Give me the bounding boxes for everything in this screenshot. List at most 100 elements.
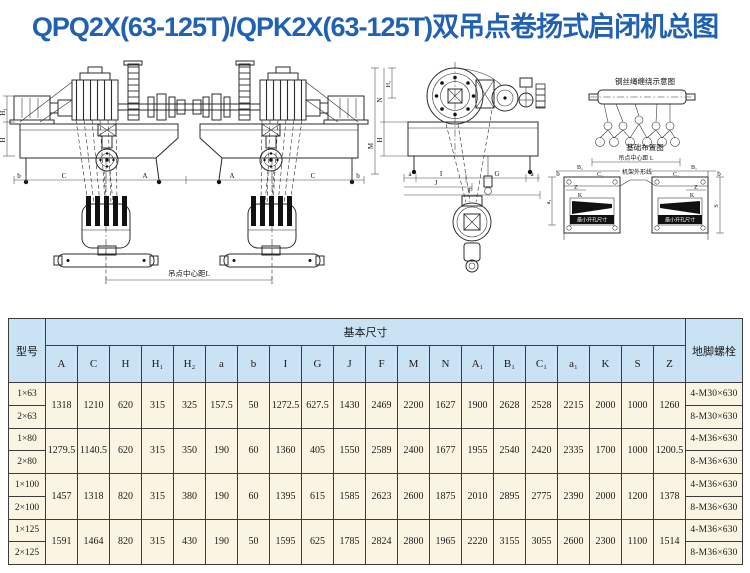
- dim-value-cell: 1591: [45, 518, 78, 565]
- dim-value-cell: 1318: [45, 382, 78, 429]
- dim-value-cell: 325: [173, 382, 206, 429]
- general-arrangement-drawing: H₁ H b C A A C b 吊点中心距L: [0, 50, 750, 321]
- dim-label-a1: a₁: [546, 200, 552, 205]
- dim-value-cell: 615: [301, 473, 334, 520]
- model-cell: 2×100: [8, 495, 46, 520]
- dim-label-a-left: A: [142, 172, 147, 180]
- model-cell: 2×63: [8, 404, 46, 429]
- dim-value-cell: 315: [141, 382, 174, 429]
- dim-value-cell: 1200: [621, 473, 654, 520]
- dim-value-cell: 2300: [589, 518, 622, 565]
- dim-label-c-left: C: [62, 172, 67, 180]
- model-cell: 1×80: [8, 427, 46, 452]
- dim-label-h-side: H: [376, 137, 384, 142]
- basic-dimensions-header: 基本尺寸: [45, 318, 686, 346]
- hoist-unit-right: [191, 60, 369, 268]
- dim-value-cell: 2623: [365, 473, 398, 520]
- dim-header-cell: F: [365, 345, 398, 383]
- dim-value-cell: 1700: [589, 427, 622, 474]
- dim-label-b-fright: b: [717, 170, 721, 178]
- dim-value-cell: 1272.5: [269, 382, 302, 429]
- dim-header-cell: S: [621, 345, 654, 383]
- model-column-header: 型号: [8, 318, 46, 383]
- dim-label-b-left: b: [17, 172, 21, 180]
- dim-header-cell: I: [269, 345, 302, 383]
- dim-label-c-right: C: [311, 172, 316, 180]
- dim-value-cell: 50: [237, 382, 270, 429]
- bolt-cell: 8-M36×630: [685, 495, 743, 520]
- dim-value-cell: 1000: [621, 382, 654, 429]
- dim-value-cell: 1550: [333, 427, 366, 474]
- front-span-label: 吊点中心距L: [168, 268, 210, 278]
- dim-value-cell: 2469: [365, 382, 398, 429]
- dim-label-a-side-left: a: [408, 170, 412, 178]
- dim-value-cell: 1260: [653, 382, 686, 429]
- dim-value-cell: 625: [301, 518, 334, 565]
- dim-label-k-left: K: [578, 193, 583, 199]
- dim-value-cell: 2600: [397, 473, 430, 520]
- dim-value-cell: 820: [109, 518, 142, 565]
- dim-label-c1-right: C₁: [673, 172, 679, 178]
- dim-header-cell: Z: [653, 345, 686, 383]
- dim-value-cell: 430: [173, 518, 206, 565]
- dim-header-cell: K: [589, 345, 622, 383]
- dim-label-b1-left: B₁: [577, 165, 583, 171]
- dim-value-cell: 3055: [525, 518, 558, 565]
- dim-label-b-fleft: b: [556, 170, 560, 178]
- dim-value-cell: 1279.5: [45, 427, 78, 474]
- dim-value-cell: 1875: [429, 473, 462, 520]
- dim-label-k-right: K: [690, 193, 695, 199]
- hoist-unit-left: [9, 60, 187, 268]
- dim-value-cell: 2200: [397, 382, 430, 429]
- dim-value-cell: 620: [109, 427, 142, 474]
- frame-outline-label: 机架外形线: [622, 168, 652, 176]
- dim-value-cell: 1360: [269, 427, 302, 474]
- model-cell: 2×80: [8, 450, 46, 474]
- dim-value-cell: 1464: [77, 518, 110, 565]
- dim-label-c1-left: C₁: [597, 172, 603, 178]
- dim-value-cell: 2540: [493, 427, 526, 474]
- dim-header-cell: A₁: [461, 345, 494, 383]
- min-opening-label-left: 最小开孔尺寸: [577, 217, 607, 224]
- dim-label-b1-right: B₁: [691, 165, 697, 171]
- dim-value-cell: 350: [173, 427, 206, 474]
- bolt-cell: 8-M36×630: [685, 541, 743, 565]
- dim-label-z-left: Z: [574, 185, 578, 191]
- dim-header-cell: B₁: [493, 345, 526, 383]
- dim-header-cell: H₁: [141, 345, 174, 383]
- dim-value-cell: 1585: [333, 473, 366, 520]
- dim-value-cell: 820: [109, 473, 142, 520]
- dim-value-cell: 1378: [653, 473, 686, 520]
- dim-label-n: N: [376, 97, 384, 102]
- foundation-plan: 基础布置图 吊点中心距 L B₁ B₁ b b 机架外形线 C₁ C₁ Z Z: [546, 142, 724, 240]
- dim-value-cell: 1140.5: [77, 427, 110, 474]
- dim-value-cell: 2390: [557, 473, 590, 520]
- min-opening-label-right: 最小开孔尺寸: [665, 217, 695, 224]
- dim-value-cell: 315: [141, 427, 174, 474]
- dim-header-cell: a: [205, 345, 238, 383]
- dim-value-cell: 60: [237, 427, 270, 474]
- bolt-cell: 4-M36×630: [685, 518, 743, 543]
- dim-value-cell: 2600: [557, 518, 590, 565]
- dim-value-cell: 1430: [333, 382, 366, 429]
- dim-label-a-side-right: a: [530, 170, 534, 178]
- dim-value-cell: 2335: [557, 427, 590, 474]
- dim-value-cell: 1785: [333, 518, 366, 565]
- dim-value-cell: 627.5: [301, 382, 334, 429]
- dim-value-cell: 190: [205, 518, 238, 565]
- dim-value-cell: 1318: [77, 473, 110, 520]
- dim-label-z-right: Z: [694, 185, 698, 191]
- dim-header-cell: J: [333, 345, 366, 383]
- dim-header-cell: A: [45, 345, 78, 383]
- dim-label-s: S: [714, 204, 720, 207]
- side-view: H₂ N H M a I G a J F: [367, 62, 546, 273]
- bolt-cell: 4-M36×630: [685, 473, 743, 497]
- model-cell: 1×100: [8, 473, 46, 497]
- dim-value-cell: 2220: [461, 518, 494, 565]
- dim-value-cell: 190: [205, 427, 238, 474]
